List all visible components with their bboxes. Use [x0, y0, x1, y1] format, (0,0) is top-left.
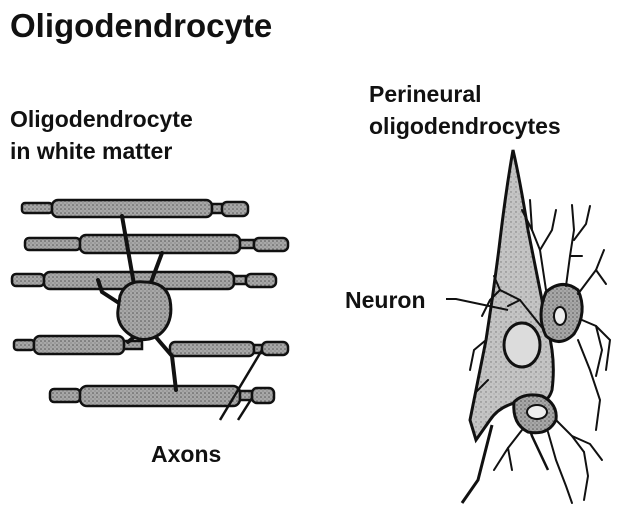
axon-2	[25, 235, 288, 253]
perineural-panel	[446, 150, 610, 503]
axon-5	[50, 386, 274, 406]
perineural-oligodendrocyte-2-nucleus	[527, 405, 547, 419]
neuron-nucleus	[504, 323, 540, 367]
axon-1	[22, 200, 248, 217]
perineural-oligodendrocyte-1-nucleus	[554, 307, 566, 325]
oligodendrocyte-soma	[118, 282, 171, 340]
